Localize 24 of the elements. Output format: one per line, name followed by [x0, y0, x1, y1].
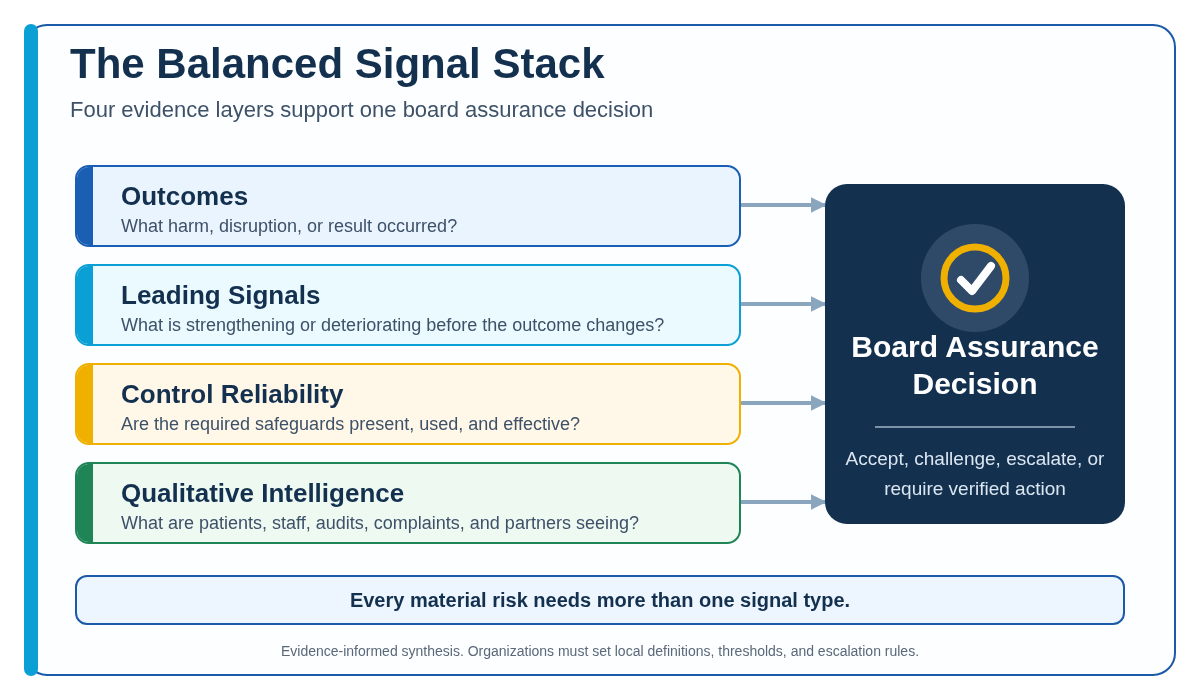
arrow [741, 395, 827, 411]
decision-box [825, 184, 1125, 524]
layer-box [75, 363, 741, 445]
key-message: Every material risk needs more than one signal type. [349, 588, 851, 612]
layer-question: Are the required safeguards present, used, and effective? [121, 414, 580, 435]
layer-box [75, 165, 741, 247]
title: The Balanced Signal Stack [70, 40, 605, 88]
footnote: Evidence-informed synthesis. Organizations must set local definitions, thresholds, and escalation rules. [279, 643, 921, 659]
decision-heading: Board Assurance Decision [850, 329, 1100, 402]
arrow [741, 494, 827, 510]
layer-heading: Leading Signals [121, 280, 321, 311]
layer-heading: Qualitative Intelligence [121, 478, 405, 509]
layer-box [75, 264, 741, 346]
arrow [741, 296, 827, 312]
message-banner [75, 575, 1125, 625]
decision-options: Accept, challenge, escalate, or require verified action [835, 444, 1115, 504]
layer-question: What harm, disruption, or result occurred? [121, 216, 458, 237]
layer-heading: Outcomes [121, 181, 249, 212]
layer-box [75, 462, 741, 544]
layer-question: What is strengthening or deteriorating before the outcome changes? [121, 315, 665, 336]
layer-heading: Control Reliability [121, 379, 344, 410]
layer-question: What are patients, staff, audits, complaints, and partners seeing? [121, 513, 639, 534]
subtitle: Four evidence layers support one board assurance decision [70, 97, 654, 123]
arrow [741, 197, 827, 213]
